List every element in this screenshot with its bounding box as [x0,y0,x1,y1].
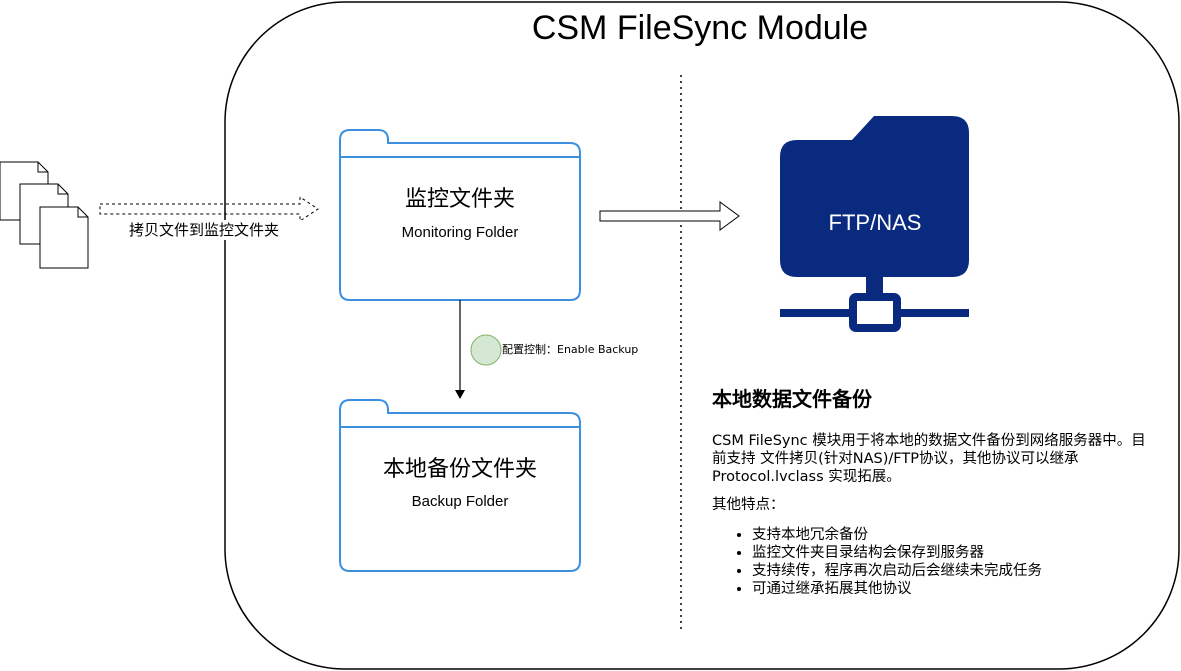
network-folder-icon [780,116,969,332]
module-container [224,1,1180,670]
feature-item: 可通过继承拓展其他协议 [752,580,1152,598]
feature-item: 支持续传，程序再次启动后会继续未完成任务 [752,562,1152,580]
monitoring-folder-shape [339,129,581,301]
feature-item: 监控文件夹目录结构会保存到服务器 [752,544,1152,562]
backup-folder-subtitle: Backup Folder [411,493,509,510]
upload-arrow [599,201,740,231]
copy-arrow [99,196,319,222]
feature-item: 支持本地冗余备份 [752,526,1152,544]
features-list: 支持本地冗余备份 监控文件夹目录结构会保存到服务器 支持续传，程序再次启动后会继… [712,526,1152,598]
copy-files-label: 拷贝文件到监控文件夹 [104,220,304,240]
backup-folder-shape [339,399,581,572]
config-control-circle [470,334,502,366]
description-panel: 本地数据文件备份 CSM FileSync 模块用于将本地的数据文件备份到网络服… [712,384,1152,598]
monitoring-folder-subtitle: Monitoring Folder [401,224,519,241]
server-label: FTP/NAS [828,210,922,235]
config-control-label: 配置控制：Enable Backup [502,343,639,356]
backup-folder-title: 本地备份文件夹 [382,457,537,482]
description-paragraph: CSM FileSync 模块用于将本地的数据文件备份到网络服务器中。目前支持 … [712,433,1146,485]
description-heading: 本地数据文件备份 [712,387,872,411]
features-title: 其他特点： [712,497,785,513]
monitoring-folder-title: 监控文件夹 [404,187,515,212]
module-title: CSM FileSync Module [531,9,869,47]
documents-icon [0,161,89,269]
